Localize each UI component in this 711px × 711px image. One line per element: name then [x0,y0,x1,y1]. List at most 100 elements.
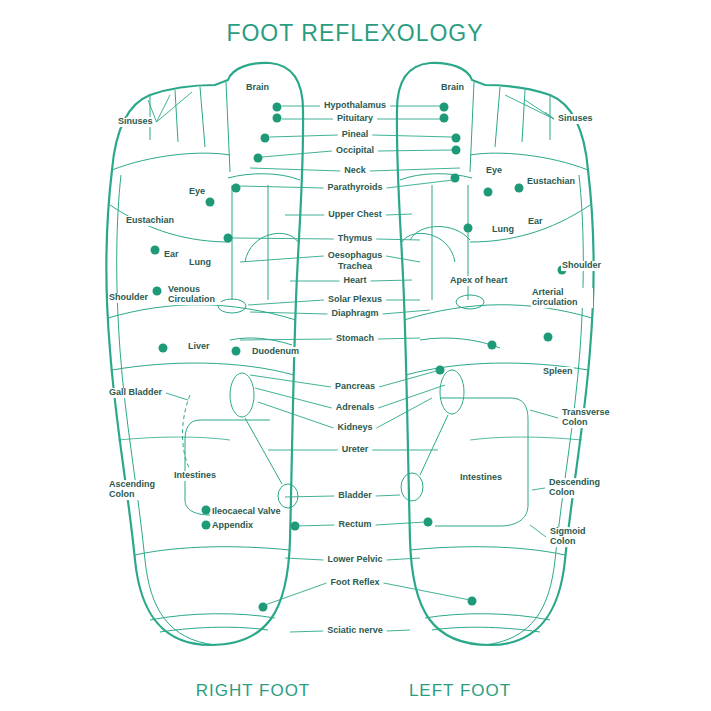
reflex-point [202,521,211,530]
organ-label: Eye [485,166,503,176]
organ-label: Heart [342,276,367,286]
organ-label: Transverse Colon [561,408,615,428]
leader-line [285,558,323,560]
reflex-point [259,603,268,612]
organ-label: Oesophagus [327,251,384,261]
organ-label: Brain [245,83,270,93]
organ-label: Apex of heart [449,276,509,286]
leader-line [240,339,332,340]
intestine-loop [185,420,270,515]
leader-line [240,186,323,188]
organ-label: Sciatic nerve [326,626,384,636]
organ-label: Ascending Colon [108,480,160,500]
organ-label: Foot Reflex [329,578,380,588]
leader-line [372,450,438,451]
organ-label: Appendix [211,521,254,531]
ureter-line [245,418,282,484]
leader-line [250,312,327,314]
right-foot-outline [106,63,303,645]
organ-label: Brain [440,83,465,93]
organ-label: Lung [188,258,212,268]
reflex-point [273,103,282,112]
leader-line [376,522,425,525]
organ-label: Parathyroids [326,183,383,193]
organ-label: Pancreas [334,382,376,392]
leader-line [270,135,338,137]
leader-line [386,214,412,215]
organ-label: Shoulder [108,293,149,303]
organ-label: Intestines [459,473,503,483]
organ-label: Liver [187,342,211,352]
reflex-point [451,174,460,183]
reflex-point [151,246,160,255]
leader-line [530,410,558,418]
reflex-point [232,347,241,356]
solar-plexus-shape [218,299,246,313]
leader-line [372,135,452,137]
reflex-point [440,103,449,112]
kidney-shape [230,373,254,417]
reflex-point [515,184,524,193]
organ-label: Duodenum [251,347,300,357]
organ-label: Eye [188,187,206,197]
organ-label: Eustachian [526,177,576,187]
organ-label: Pineal [341,130,370,140]
reflex-point [452,146,461,155]
leader-line [525,100,554,119]
reflex-point [273,114,282,123]
leader-line [295,525,334,526]
reflex-point [254,154,263,163]
organ-label: Thymus [337,234,374,244]
organ-label: Venous Circulation [167,285,221,305]
leader-line [282,106,320,107]
organ-label: Shoulder [561,261,602,271]
organ-label: Kidneys [336,423,373,433]
organ-label: Spleen [542,367,574,377]
leader-line [290,281,339,282]
leader-line [262,151,332,157]
organ-label: Sigmoid Colon [549,527,596,547]
leader-line [378,150,452,151]
leader-line [370,168,460,171]
leader-line [386,300,420,301]
leader-line [248,300,324,305]
leader-line [157,92,192,122]
reflex-point [261,134,270,143]
gall-bladder-outline [183,395,191,470]
organ-label: Solar Plexus [327,295,383,305]
organ-label: Adrenals [335,403,376,413]
organ-label: Neck [343,166,367,176]
organ-label: Gall Bladder [108,388,163,398]
bladder-shape [278,484,298,508]
ureter-line [420,415,448,475]
leader-line [376,239,420,240]
organ-label: Diaphragm [330,309,379,319]
leader-line [285,215,324,216]
leader-line [240,256,324,262]
reflex-point [452,134,461,143]
reflex-point [224,234,233,243]
leader-line [383,310,430,314]
organ-label: Hypothalamus [323,101,387,111]
leader-line [285,496,334,497]
leader-line [378,338,420,339]
leader-line [232,238,334,239]
organ-label: Ileocaecal Valve [211,507,282,517]
kidney-shape [440,370,464,414]
leader-line [157,95,170,122]
leader-line [387,630,410,631]
leader-line [387,180,453,188]
reflex-point [468,597,477,606]
leader-line [386,256,420,262]
organ-label: Upper Chest [327,210,383,220]
foot-caption: RIGHT FOOT [195,682,312,701]
organ-label: Stomach [335,334,375,344]
heart-outline [410,227,470,241]
leader-line [376,495,400,496]
stomach-line [230,338,292,345]
organ-label: Ureter [341,445,370,455]
leader-line [378,385,445,408]
leader-line [265,583,326,605]
solar-plexus-shape [456,295,484,309]
